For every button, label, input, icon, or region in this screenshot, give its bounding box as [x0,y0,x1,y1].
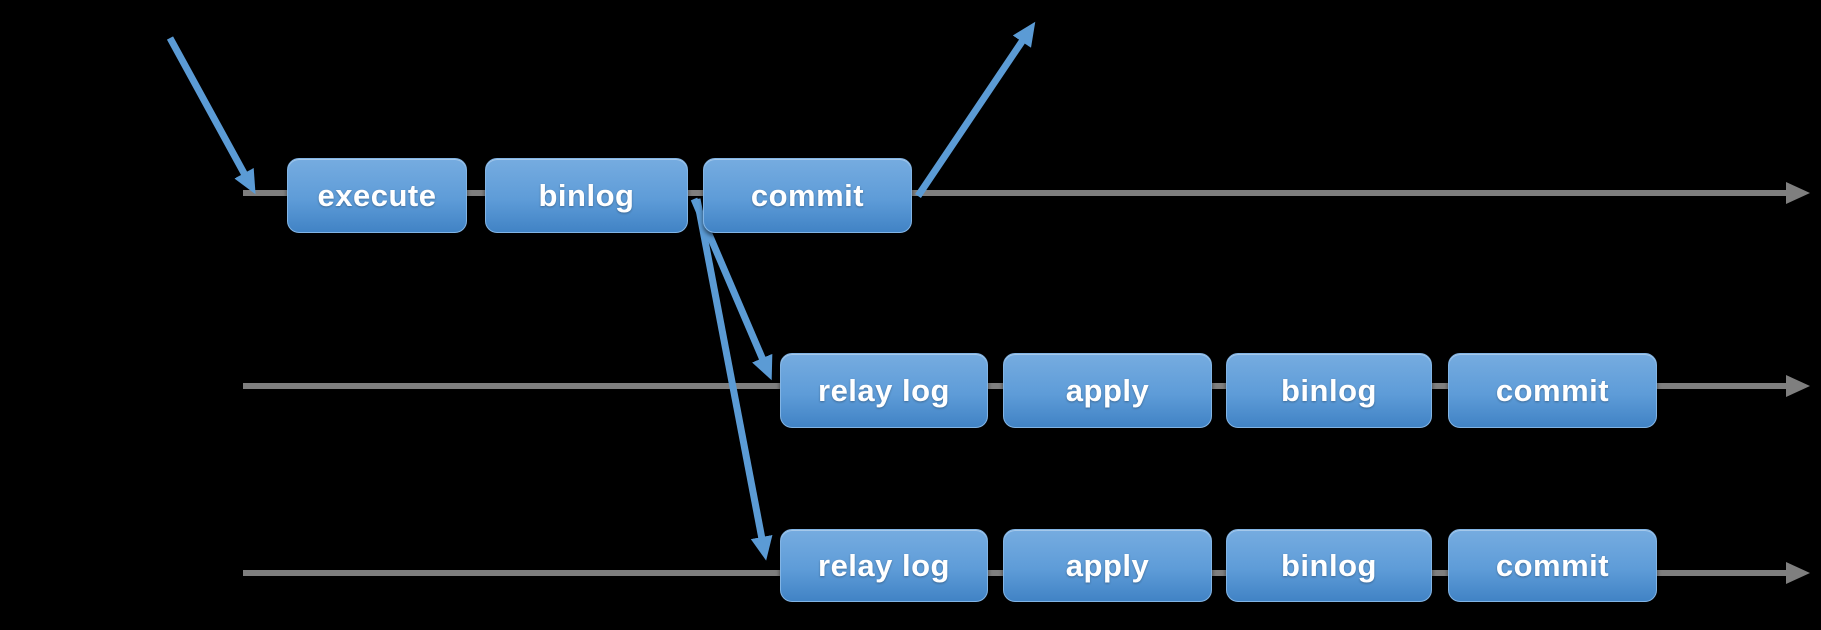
outgoing-ack-arrow [915,21,1036,198]
node-label: binlog [538,177,635,213]
node-timeline1-execute: execute [287,158,467,233]
node-label: commit [1495,372,1610,408]
node-timeline3-relay-log: relay log [780,529,988,602]
node-timeline3-commit: commit [1448,529,1657,602]
incoming-request-arrow [166,36,256,195]
node-timeline1-commit: commit [703,158,912,233]
node-label: binlog [1281,372,1377,408]
node-timeline2-apply: apply [1003,353,1212,428]
node-timeline3-apply: apply [1003,529,1212,602]
node-timeline3-binlog: binlog [1226,529,1432,602]
node-label: relay log [818,547,950,583]
node-timeline2-commit: commit [1448,353,1657,428]
node-label: execute [317,177,437,213]
node-timeline2-relay-log: relay log [780,353,988,428]
node-timeline1-binlog: binlog [485,158,688,233]
node-label: apply [1065,547,1150,583]
node-label: commit [750,177,865,213]
node-timeline2-binlog: binlog [1226,353,1432,428]
node-label: relay log [818,372,950,408]
node-label: binlog [1281,547,1377,583]
node-label: apply [1065,372,1150,408]
dispatch-arrow-to-timeline-3 [693,198,773,561]
node-label: commit [1495,547,1610,583]
